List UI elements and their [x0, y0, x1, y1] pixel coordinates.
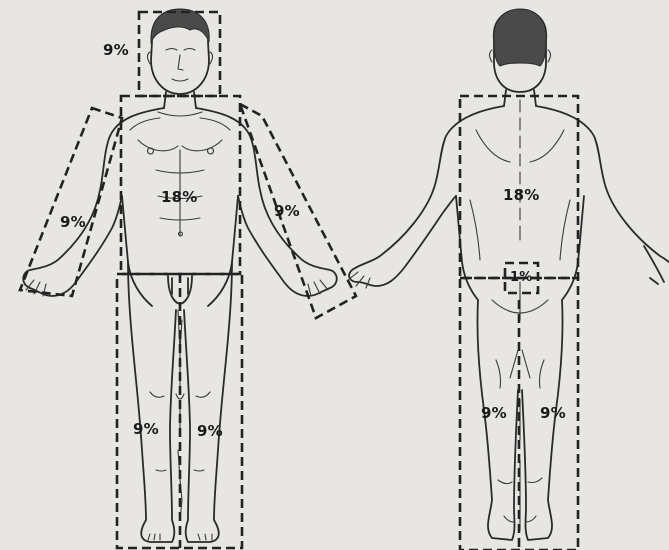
front-trunk-label: 18% — [161, 188, 198, 206]
front-left-leg-label: 9% — [197, 422, 223, 440]
back-right-leg-label: 9% — [540, 404, 566, 422]
front-head-label: 9% — [103, 41, 129, 59]
back-trunk-label: 18% — [503, 186, 540, 204]
front-right-leg-label: 9% — [133, 420, 159, 438]
back-left-leg-label: 9% — [481, 404, 507, 422]
front-right-arm-label: 9% — [60, 213, 86, 231]
front-left-arm-label: 9% — [274, 202, 300, 220]
back-perineum-label: 1% — [510, 270, 532, 285]
back-hair — [494, 9, 546, 66]
